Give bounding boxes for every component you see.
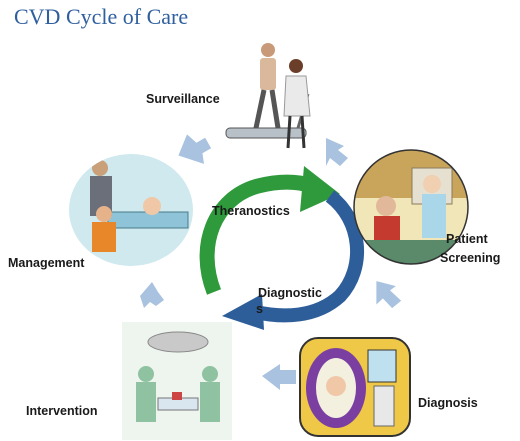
treadmill-illustration <box>225 43 311 149</box>
stage-label-surveillance: Surveillance <box>146 92 220 106</box>
surgery-illustration <box>122 322 232 440</box>
arrow-screening-to-diagnosis <box>376 281 402 309</box>
diagnostics-arrow-head <box>222 294 264 330</box>
arrow-management-to-surveillance <box>178 134 212 164</box>
diagram-title: CVD Cycle of Care <box>14 4 189 29</box>
arrow-intervention-to-management <box>140 282 164 308</box>
stage-label-patient-screening-line2: Screening <box>440 251 501 265</box>
arrow-surveillance-to-screening <box>326 138 348 166</box>
stage-label-diagnosis: Diagnosis <box>418 396 478 410</box>
diagnosis-scan-illustration <box>299 337 411 437</box>
center-label-diagnostics-line1: Diagnostic <box>258 286 322 300</box>
stage-label-intervention: Intervention <box>26 404 98 418</box>
theranostics-arrow <box>199 174 315 295</box>
center-label-theranostics: Theranostics <box>212 204 290 218</box>
arrow-diagnosis-to-intervention <box>262 364 296 390</box>
hospital-bed-illustration <box>69 154 193 266</box>
screening-illustration <box>353 149 469 265</box>
stage-label-patient-screening-line1: Patient <box>446 232 488 246</box>
diagnostics-arrow <box>254 190 365 323</box>
theranostics-arrow-head <box>300 166 340 212</box>
center-label-diagnostics-line2: s <box>256 302 263 316</box>
stage-label-management: Management <box>8 256 85 270</box>
